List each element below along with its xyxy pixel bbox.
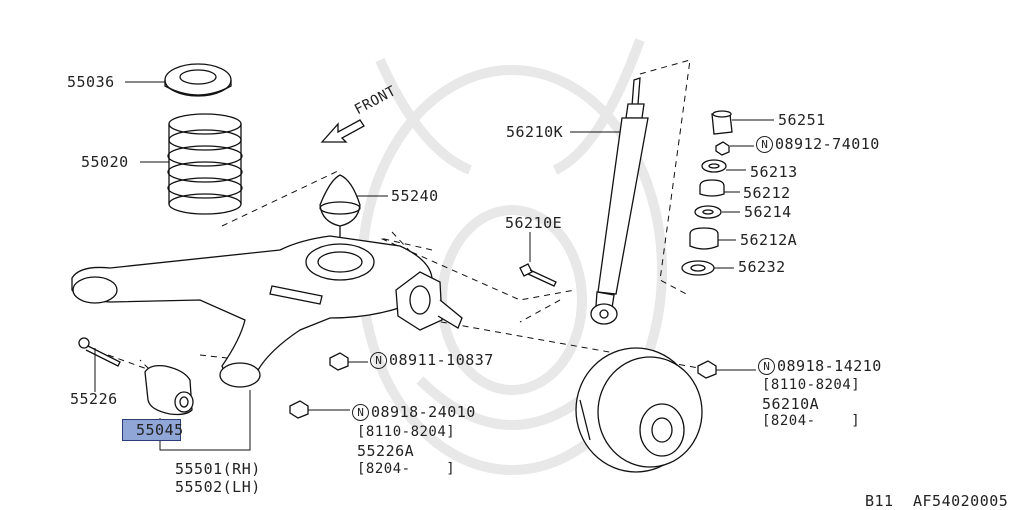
- bushing-55045: [144, 364, 194, 416]
- front-arrow: [320, 119, 365, 143]
- n-badge-icon: N: [758, 358, 775, 375]
- label-55226A[interactable]: 55226A: [357, 442, 415, 460]
- date-range-1: [8110-8204]: [357, 424, 456, 440]
- label-56214[interactable]: 56214: [744, 203, 792, 221]
- date-range-2: [8204- ]: [357, 461, 456, 477]
- label-56210A[interactable]: 56210A: [762, 395, 820, 413]
- brake-drum: [575, 347, 703, 473]
- footer-model: B11: [865, 492, 894, 510]
- date-range-4: [8204- ]: [762, 413, 861, 429]
- label-56232[interactable]: 56232: [738, 258, 786, 276]
- n-badge-icon: N: [352, 404, 369, 421]
- label-56212A[interactable]: 56212A: [740, 231, 798, 249]
- mount-stack: [681, 110, 733, 276]
- n-badge-icon: N: [756, 136, 773, 153]
- label-55501[interactable]: 55501(RH): [175, 460, 261, 478]
- label-55045[interactable]: 55045: [136, 421, 184, 439]
- nut-number: 08911-10837: [389, 351, 494, 369]
- footer-code: AF54020005: [913, 492, 1009, 510]
- label-55226[interactable]: 55226: [70, 390, 118, 408]
- nut-08918-24010: [289, 400, 309, 419]
- bolt-55226: [78, 337, 121, 367]
- selected-part-highlight[interactable]: [122, 419, 181, 441]
- nut-number: 08918-24010: [371, 403, 476, 421]
- bump-stop-55240: [319, 174, 361, 240]
- bolt-56210E: [519, 263, 557, 287]
- shock-absorber-56210K: [590, 77, 649, 325]
- label-55036[interactable]: 55036: [67, 73, 115, 91]
- spindle: [395, 271, 463, 331]
- nut-number: 08918-14210: [777, 357, 882, 375]
- coil-spring-55020: [167, 113, 243, 215]
- date-range-3: [8110-8204]: [762, 377, 861, 393]
- label-56213[interactable]: 56213: [750, 163, 798, 181]
- nut-08918-14210: [697, 360, 717, 379]
- nut-number: 08912-74010: [775, 135, 880, 153]
- label-56210K[interactable]: 56210K: [506, 123, 564, 141]
- label-55020[interactable]: 55020: [81, 153, 129, 171]
- label-56212[interactable]: 56212: [743, 184, 791, 202]
- spring-seat-55036: [164, 63, 232, 97]
- label-55240[interactable]: 55240: [391, 187, 439, 205]
- nut-08911: [329, 352, 349, 371]
- n-badge-icon: N: [370, 352, 387, 369]
- label-56251[interactable]: 56251: [778, 111, 826, 129]
- lower-arm-55501: [71, 235, 433, 388]
- label-55502[interactable]: 55502(LH): [175, 478, 261, 496]
- label-56210E[interactable]: 56210E: [505, 214, 563, 232]
